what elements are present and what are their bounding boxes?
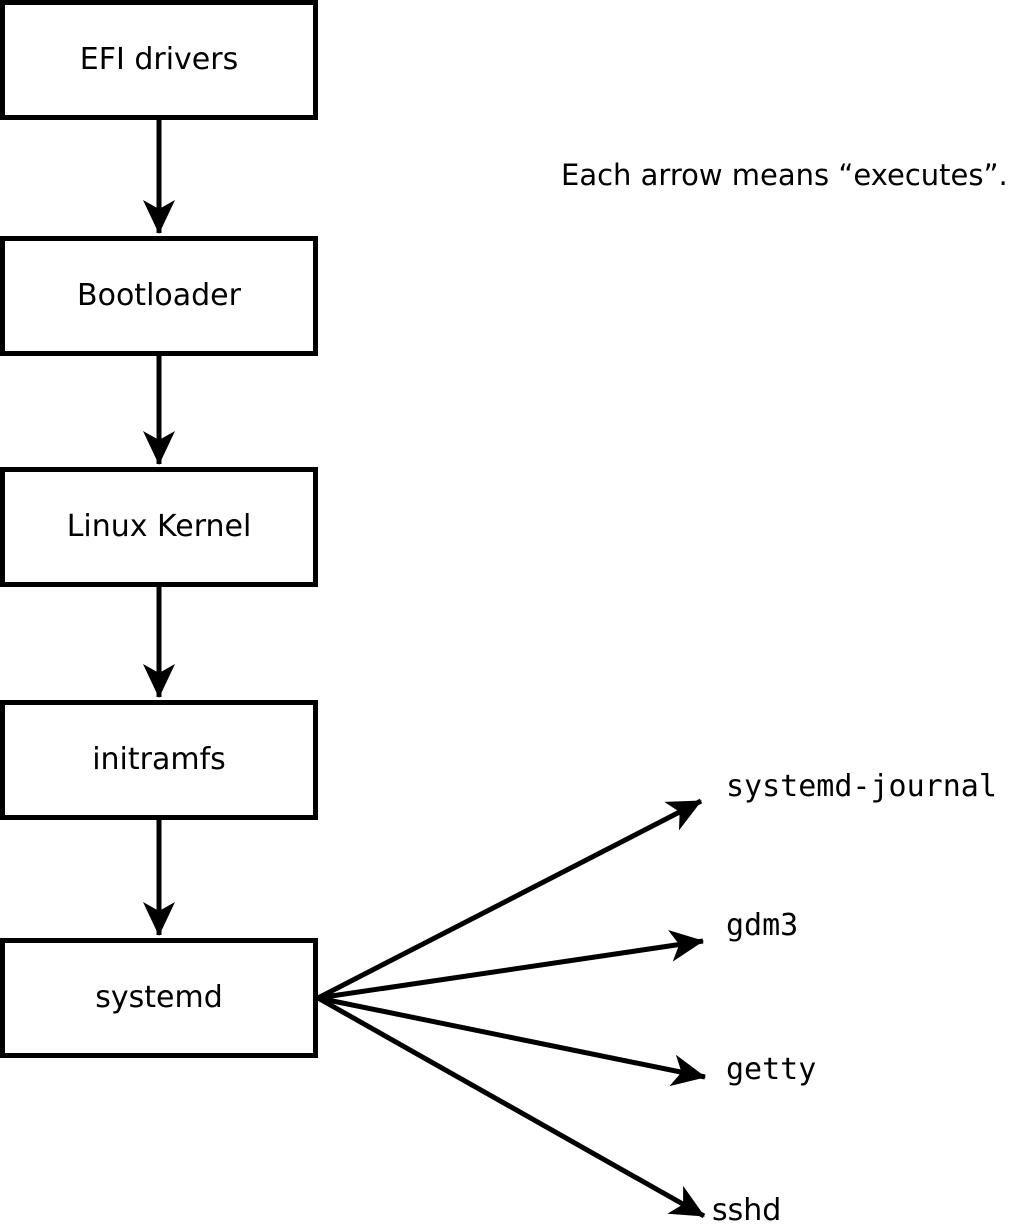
node-linux-kernel-label: Linux Kernel [66, 509, 252, 544]
node-bootloader: Bootloader [0, 236, 318, 356]
node-linux-kernel: Linux Kernel [0, 467, 318, 587]
node-efi-drivers: EFI drivers [0, 0, 318, 120]
process-label-gdm3: gdm3 [726, 908, 799, 943]
node-initramfs: initramfs [0, 700, 318, 820]
node-systemd-label: systemd [95, 980, 223, 1015]
process-label-getty: getty [726, 1052, 817, 1087]
legend-note: Each arrow means “executes”. [561, 158, 1008, 192]
process-label-systemd-journal: systemd-journal [726, 769, 997, 804]
node-initramfs-label: initramfs [92, 742, 226, 777]
arrow-systemd-to-journal [316, 798, 703, 1001]
arrow-systemd-to-getty [317, 995, 706, 1087]
node-efi-drivers-label: EFI drivers [79, 42, 239, 77]
arrow-systemd-to-sshd [316, 995, 706, 1219]
node-systemd: systemd [0, 938, 318, 1058]
node-bootloader-label: Bootloader [77, 278, 241, 313]
process-label-sshd: sshd [712, 1193, 782, 1228]
arrow-systemd-to-gdm3 [317, 930, 704, 1001]
